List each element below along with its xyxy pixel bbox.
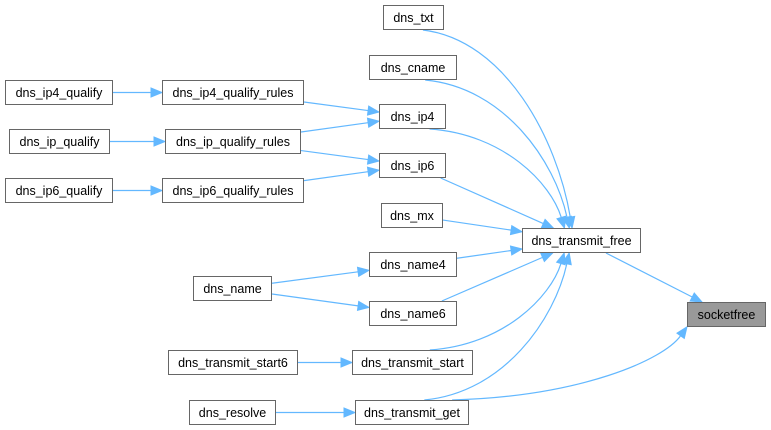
arrowhead-dns_ip4_qualify-to-dns_ip4_qualify_rules [150,87,164,98]
node-dns-ip-qualify-rules[interactable]: dns_ip_qualify_rules [165,129,301,154]
edge-dns_ip_qualify_rules-to-dns_ip4 [300,122,369,133]
edge-dns_transmit_start-to-dns_transmit_free [429,263,562,351]
arrowhead-dns_ip4-to-dns_transmit_free [556,215,567,230]
arrowhead-dns_transmit_start6-to-dns_transmit_start [340,357,354,368]
edge-dns_transmit_free-to-socketfree [605,252,693,298]
node-dns-ip-qualify[interactable]: dns_ip_qualify [9,129,110,154]
arrowhead-dns_ip_qualify_rules-to-dns_ip4 [366,117,381,128]
edge-dns_mx-to-dns_transmit_free [442,219,512,231]
node-dns-transmit-start6[interactable]: dns_transmit_start6 [168,350,298,375]
node-dns-ip4-qualify-rules[interactable]: dns_ip4_qualify_rules [162,80,304,105]
node-dns-ip6-qualify-rules[interactable]: dns_ip6_qualify_rules [162,178,304,203]
arrowhead-dns_transmit_get-to-socketfree [676,325,688,340]
edge-dns_cname-to-dns_transmit_free [425,79,568,218]
node-dns-ip4-qualify[interactable]: dns_ip4_qualify [5,80,113,105]
node-dns-name[interactable]: dns_name [193,276,272,301]
edge-dns_name6-to-dns_transmit_free [441,256,543,302]
edge-dns_txt-to-dns_transmit_free [422,29,571,218]
node-dns-mx[interactable]: dns_mx [381,203,443,228]
arrowhead-dns_ip6_qualify-to-dns_ip6_qualify_rules [150,185,164,196]
edge-dns_ip6_qualify_rules-to-dns_ip6 [303,171,369,182]
edge-dns_ip4-to-dns_transmit_free [429,128,562,218]
arrowhead-dns_name-to-dns_name4 [356,266,371,278]
arrowhead-dns_ip4_qualify_rules-to-dns_ip4 [366,105,381,116]
edge-dns_name-to-dns_name6 [271,293,359,307]
arrowhead-dns_name4-to-dns_transmit_free [509,245,524,256]
arrowhead-dns_mx-to-dns_transmit_free [509,224,524,236]
node-dns-transmit-free[interactable]: dns_transmit_free [522,228,641,253]
arrowhead-dns_transmit_free-to-socketfree [689,292,704,303]
node-dns-name4[interactable]: dns_name4 [369,252,457,277]
edge-dns_name-to-dns_name4 [271,271,359,284]
node-dns-txt[interactable]: dns_txt [383,5,444,30]
arrowhead-dns_ip_qualify_rules-to-dns_ip6 [366,154,381,165]
node-socketfree: socketfree [687,302,766,327]
edge-dns_ip_qualify_rules-to-dns_ip6 [300,149,369,161]
edge-dns_ip6-to-dns_transmit_free [440,177,544,225]
node-dns-resolve[interactable]: dns_resolve [189,400,276,425]
edge-dns_name4-to-dns_transmit_free [456,249,512,259]
node-dns-transmit-start[interactable]: dns_transmit_start [352,350,473,375]
arrowhead-dns_transmit_get-to-dns_transmit_free [561,251,572,266]
arrowhead-dns_ip6-to-dns_transmit_free [540,218,555,229]
arrowhead-dns_ip6_qualify_rules-to-dns_ip6 [366,166,381,177]
node-dns-ip6[interactable]: dns_ip6 [379,153,446,178]
edge-dns_transmit_get-to-dns_transmit_free [424,263,568,401]
node-dns-ip6-qualify[interactable]: dns_ip6_qualify [5,178,113,203]
arrowhead-dns_name6-to-dns_transmit_free [540,252,554,263]
node-dns-cname[interactable]: dns_cname [369,55,457,80]
arrowhead-dns_name-to-dns_name6 [356,300,371,312]
arrowhead-dns_resolve-to-dns_transmit_get [343,407,357,418]
edge-dns_ip4_qualify_rules-to-dns_ip4 [303,101,369,112]
edge-dns_transmit_get-to-socketfree [452,335,682,401]
node-dns-ip4[interactable]: dns_ip4 [379,104,446,129]
node-dns-name6[interactable]: dns_name6 [369,301,457,326]
arrowhead-dns_ip_qualify-to-dns_ip_qualify_rules [153,136,167,147]
node-dns-transmit-get[interactable]: dns_transmit_get [355,400,469,425]
